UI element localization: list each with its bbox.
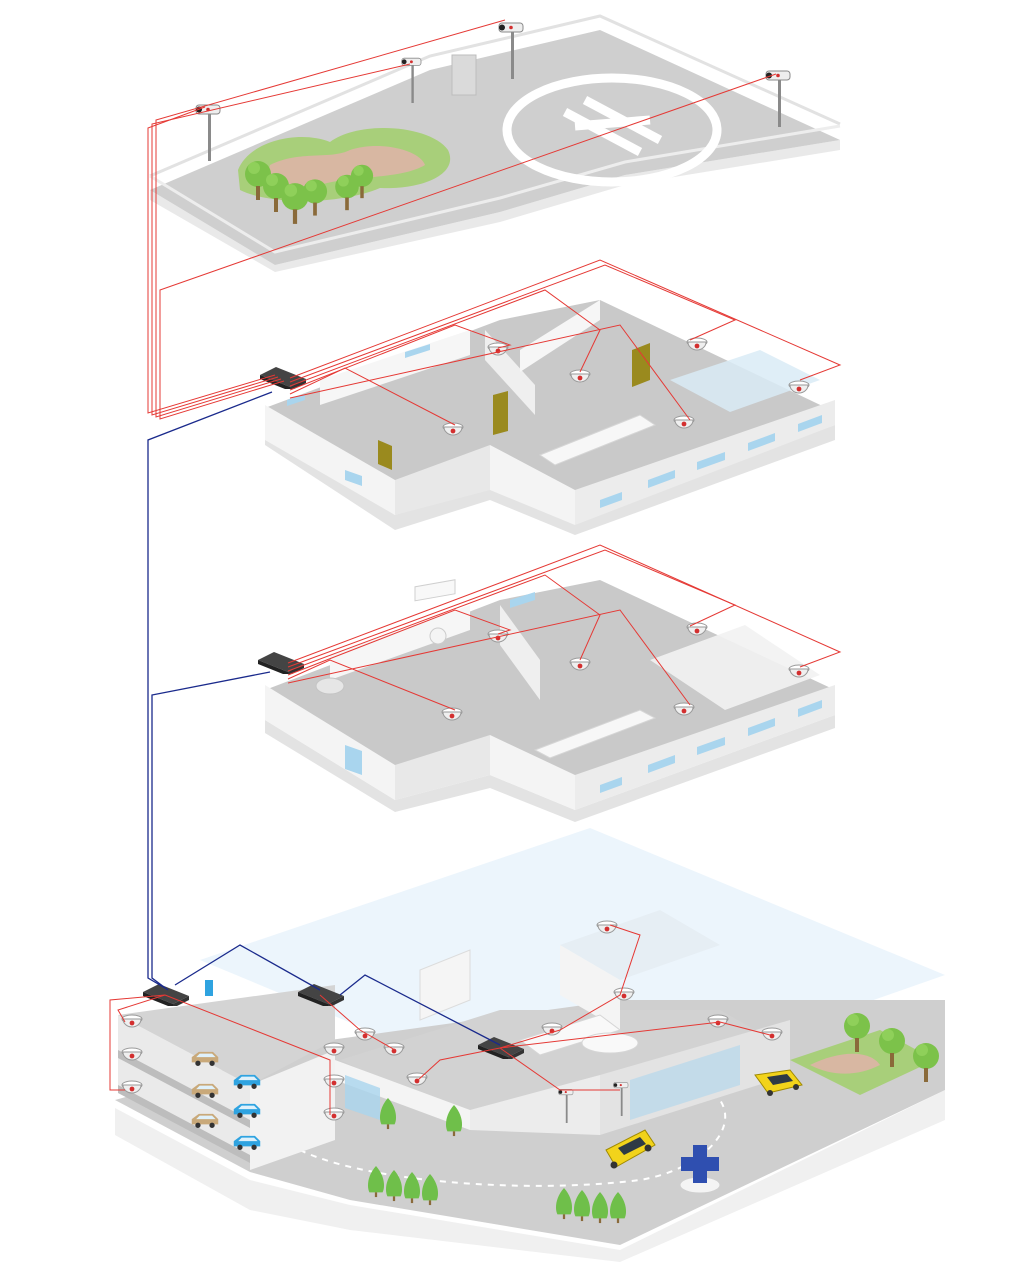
office-interior-wall <box>520 300 600 372</box>
lawn-path <box>810 1053 880 1074</box>
garden-path <box>269 145 425 187</box>
rooftop-railing-front <box>149 124 841 254</box>
office-reception-desk <box>538 414 657 466</box>
ward-wall-front-a <box>395 735 490 800</box>
office-wall-front-a <box>395 445 490 515</box>
poe-cabling <box>109 19 842 1115</box>
dome-camera-icon <box>788 380 810 394</box>
ward-interior-wall <box>650 625 820 710</box>
office-floor-level <box>260 300 835 535</box>
operating-room <box>315 579 456 695</box>
driveway-dashed-line <box>299 1099 727 1187</box>
ward-wall-left-b <box>490 735 575 810</box>
hospital-lobby <box>205 910 790 1135</box>
office-windows <box>287 344 822 508</box>
site-base-edge <box>115 1090 945 1262</box>
helipad-icon <box>502 73 722 187</box>
ward-floor-level <box>258 579 835 822</box>
ambulance-icon <box>605 1129 656 1169</box>
office-wall-left-b <box>490 445 575 525</box>
rooftop-railing <box>149 14 841 178</box>
ward-nurse-station <box>533 709 657 759</box>
rooftop-slab <box>150 30 840 265</box>
ward-interior-wall <box>330 605 470 680</box>
ambulance-icon <box>754 1069 803 1096</box>
rooftop-level <box>149 14 841 272</box>
parking-garage <box>118 985 335 1170</box>
office-door <box>493 391 508 435</box>
rooftop-access-door <box>451 54 477 96</box>
ward-windows <box>345 592 822 793</box>
medical-cross-icon <box>679 1145 721 1194</box>
office-interior-wall <box>320 330 470 405</box>
office-glass-room <box>670 350 820 412</box>
office-door <box>632 343 650 387</box>
office-door <box>378 440 392 470</box>
ward-wall-left <box>265 685 395 800</box>
ward-floor-slab-edge <box>265 715 835 822</box>
office-wall-left <box>265 405 395 515</box>
uplink-cabling <box>147 391 501 1046</box>
ward-interior-wall <box>500 605 540 700</box>
ground-floor-level <box>115 828 945 1262</box>
